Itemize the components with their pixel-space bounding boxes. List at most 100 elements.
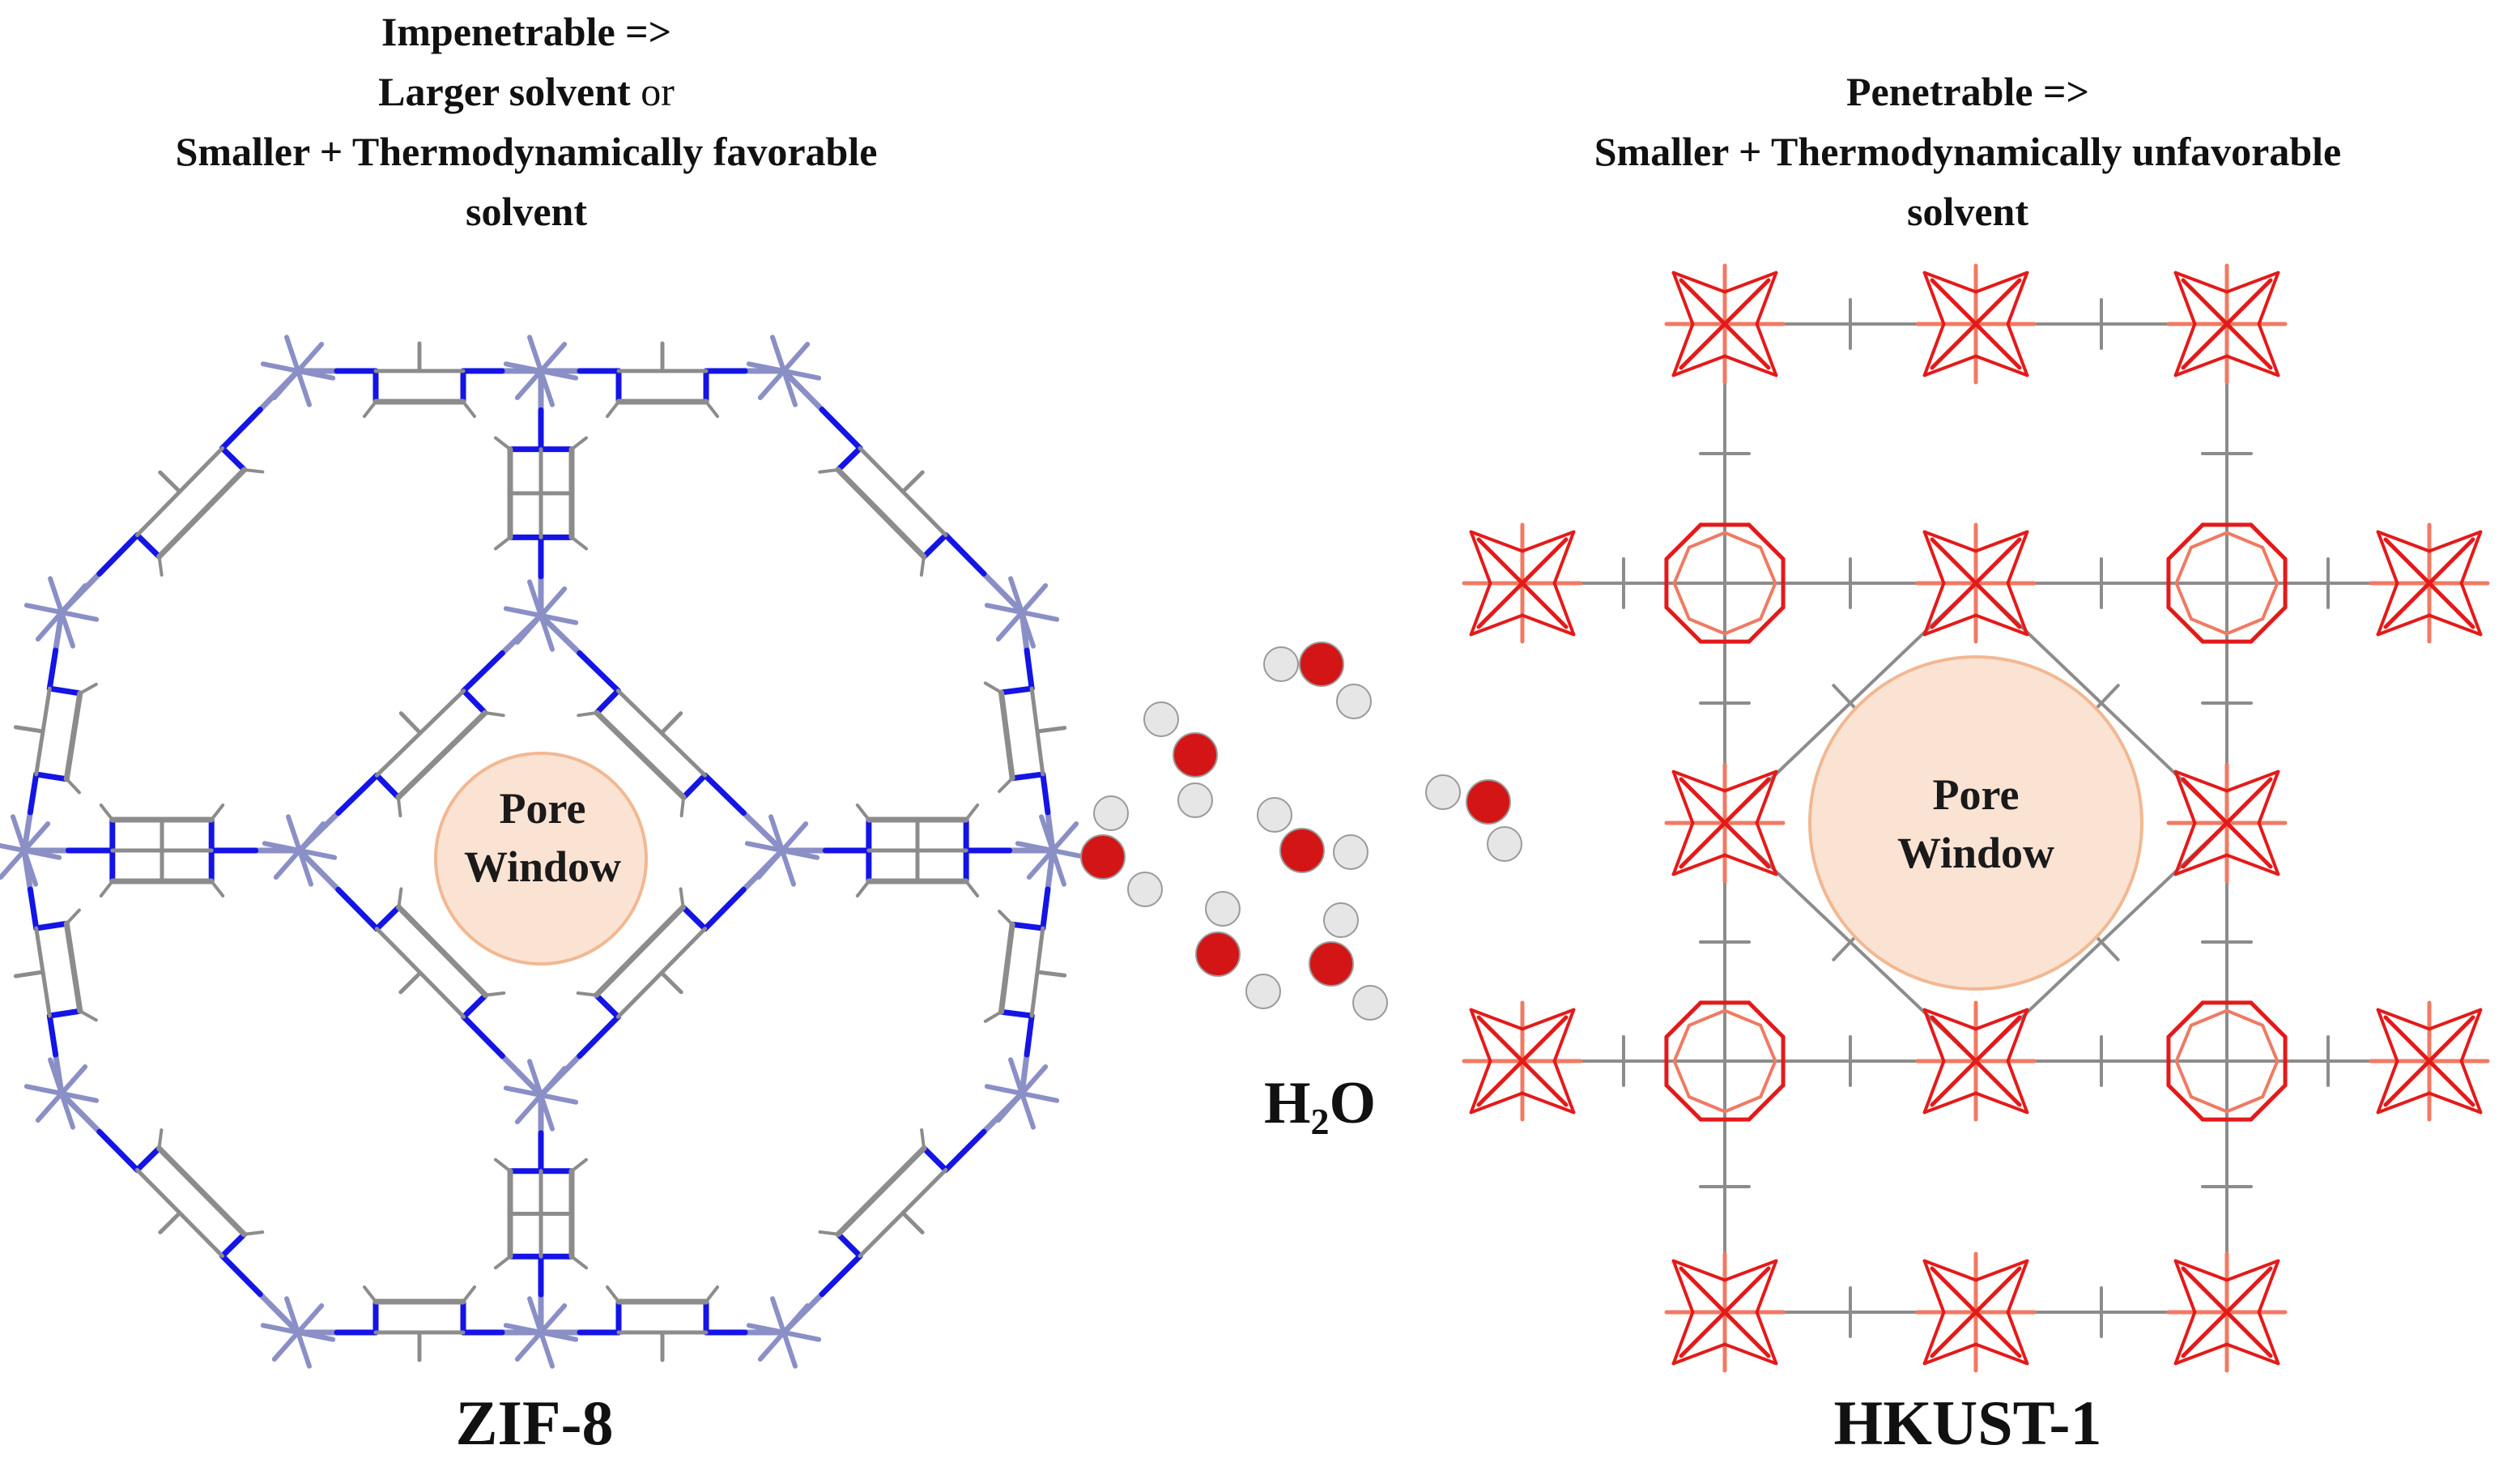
zn-node-bond	[297, 848, 338, 860]
zn-n-bond	[702, 772, 747, 816]
oxygen-ring-bond	[2166, 1083, 2205, 1122]
carboxylate-bond	[2459, 582, 2483, 637]
zn-n-bond	[943, 532, 987, 577]
oxygen-ring-bond	[2189, 1095, 2228, 1114]
zn-node-bond	[1026, 848, 1055, 880]
carboxylate-bond	[1476, 1015, 1569, 1107]
h-bond	[99, 880, 114, 897]
water-oxygen-atom	[1195, 931, 1241, 977]
zn-node-bond	[514, 613, 543, 645]
imidazole-bond	[921, 532, 949, 560]
oxygen-ring-bond	[2189, 531, 2228, 549]
oxygen-ring-bond	[1747, 1000, 1786, 1039]
oxygen-ring-bond	[2225, 1008, 2265, 1027]
carboxylate-bond	[1974, 1008, 2029, 1031]
imidazole-bond	[593, 904, 687, 999]
zn-node-bond	[11, 814, 27, 853]
carboxylate-bond	[1930, 278, 2022, 370]
h-bond	[818, 468, 841, 474]
water-label-h: H	[1263, 1070, 1311, 1136]
zn-node-bond	[538, 613, 579, 625]
carboxylate-bond	[2376, 1091, 2431, 1115]
carboxylate-bond	[2173, 769, 2228, 793]
methyl-bond	[900, 470, 925, 494]
carboxylate-bond	[1723, 1259, 1778, 1282]
carboxylate-bond	[2376, 582, 2399, 637]
carboxylate-bond	[2173, 853, 2228, 876]
carboxylate-bond	[1679, 777, 1771, 869]
zn-node-bond	[768, 814, 785, 853]
zif8-pore-line1: Pore	[499, 784, 586, 833]
zn-node-bond	[527, 579, 543, 618]
oxygen-ring-bond	[2174, 1059, 2193, 1099]
oxygen-ring-bond	[2174, 545, 2193, 585]
imidazole-bond	[395, 904, 489, 999]
imidazole-bond	[219, 445, 248, 473]
zn-n-bond	[335, 772, 380, 816]
imidazole-bond	[998, 689, 1015, 782]
h-bond	[606, 400, 620, 418]
carboxylate-bond	[2173, 271, 2228, 294]
zn-node-bond	[1008, 1057, 1024, 1096]
imidazole-bond	[373, 904, 402, 932]
carboxylate-bond	[1922, 1008, 1977, 1031]
oxygen-ring-bond	[1723, 1008, 1763, 1027]
zn-node-bond	[260, 1323, 300, 1335]
water-hydrogen-atom	[1487, 826, 1522, 862]
zn-node-bond	[59, 1091, 100, 1103]
carboxylate-bond	[1671, 1311, 1695, 1366]
zn-node-bond	[1050, 821, 1079, 853]
oxygen-ring-bond	[2261, 582, 2279, 621]
zn-node-bond	[1050, 848, 1066, 887]
zn-n-bond	[461, 650, 505, 694]
zn-node-bond	[527, 1296, 543, 1335]
oxygen-ring-bond	[1723, 617, 1763, 636]
imidazole-bond	[998, 685, 1035, 696]
carboxylate-bond	[1974, 1091, 2029, 1115]
imidazole-bond	[63, 690, 83, 782]
oxygen-ring-bond	[2225, 1095, 2265, 1114]
left-heading-line2-normal: or	[630, 69, 675, 114]
zn-node-bond	[538, 1066, 568, 1098]
zif8-structure	[0, 335, 1091, 1369]
carboxylate-bond	[1922, 1311, 1946, 1366]
carboxylate-bond	[2257, 769, 2280, 825]
zn-node-bond	[296, 369, 312, 407]
zn-node-bond	[297, 821, 326, 853]
zn-node-bond	[527, 335, 543, 373]
zn-node-bond	[746, 1323, 786, 1335]
zn-node-bond	[296, 342, 325, 373]
left-heading-line4: solvent	[466, 189, 587, 234]
carboxylate-bond	[1974, 613, 2029, 637]
zn-node-bond	[995, 610, 1024, 642]
zn-n-bond	[335, 886, 380, 932]
carboxylate-bond	[1469, 582, 1492, 637]
zn-node-bond	[296, 1303, 325, 1335]
zn-node-bond	[514, 1093, 543, 1124]
carboxylate-bond	[1469, 1059, 1492, 1115]
oxygen-ring-bond	[1664, 605, 1703, 644]
zn-node-bond	[59, 583, 88, 615]
zn-n-bond	[27, 886, 40, 931]
left-heading-line1: Impenetrable =>	[381, 9, 672, 54]
zn-n-bond	[58, 1090, 103, 1135]
carboxylate-bond	[2173, 322, 2197, 377]
carboxylate-bond	[2376, 530, 2399, 585]
carboxylate-bond	[1469, 613, 1524, 637]
carboxylate-bond	[1723, 1342, 1778, 1366]
h-bond	[964, 804, 980, 821]
carboxylate-bond	[1755, 1259, 1778, 1314]
h-bond	[964, 880, 980, 897]
zn-node-bond	[1008, 576, 1024, 615]
water-molecules	[1080, 642, 1522, 1021]
h-bond	[570, 436, 588, 451]
oxygen-ring-bond	[2249, 605, 2288, 644]
hkust1-label: HKUST-1	[1833, 1388, 2102, 1458]
zn-node-bond	[296, 1330, 312, 1369]
zn-node-bond	[538, 613, 555, 652]
zn-node-bond	[1019, 583, 1049, 615]
h-bond	[855, 804, 871, 821]
carboxylate-bond	[2006, 1311, 2029, 1366]
zn-n-bond	[46, 647, 59, 692]
zn-n-bond	[819, 407, 863, 451]
